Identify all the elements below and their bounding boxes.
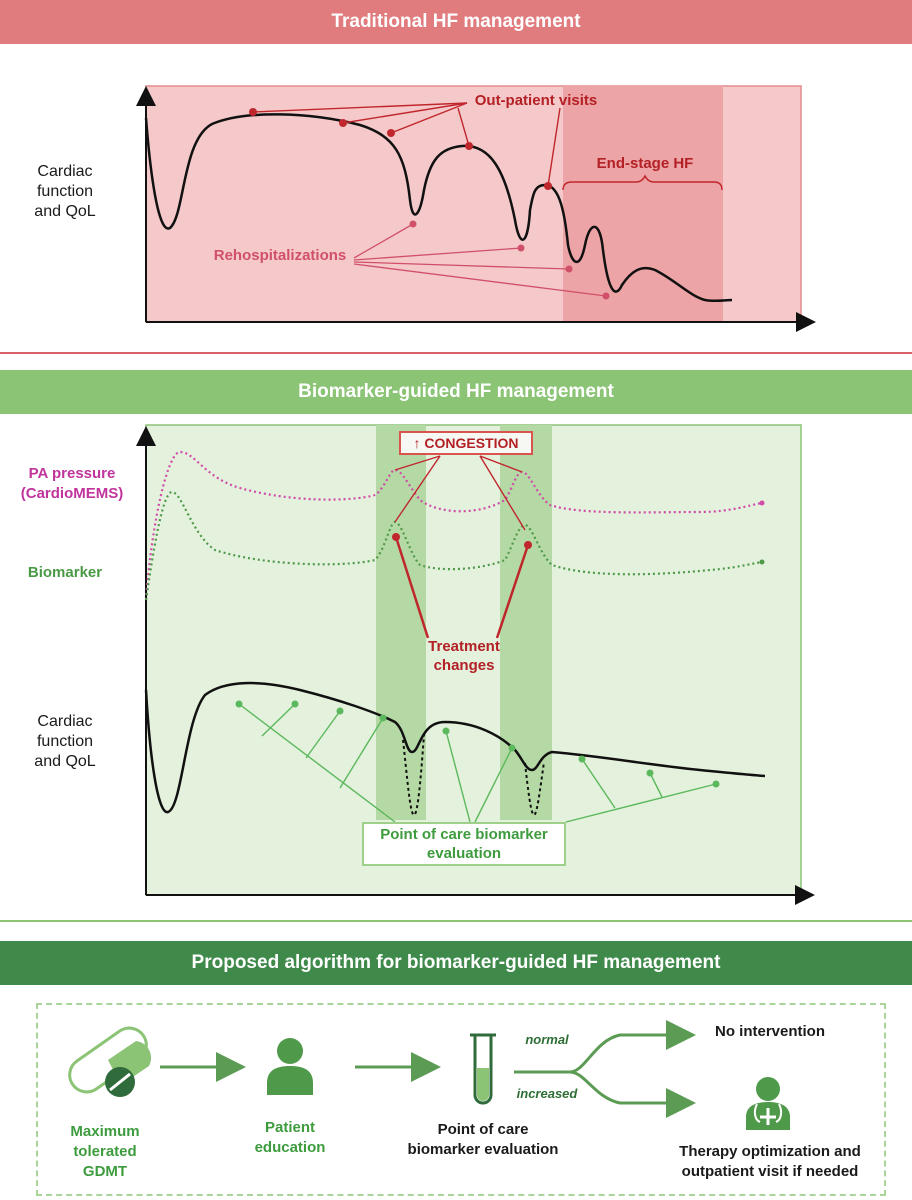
outpatient-pointer-lines: [252, 102, 561, 187]
congestion-shade-2: [500, 425, 552, 820]
step3-line1: Point of care: [437, 1121, 529, 1138]
pa-pressure-label: PA pressure (CardioMEMS): [4, 464, 140, 504]
end-stage-hf-label: End-stage HF: [596, 155, 694, 172]
pa-pressure-label-line1: PA pressure: [28, 465, 116, 482]
rehospitalizations-label: Rehospitalizations: [213, 247, 347, 264]
congestion-label: ↑ CONGESTION: [413, 435, 519, 451]
algorithm-header: Proposed algorithm for biomarker-guided …: [0, 941, 912, 985]
treatment-dots: [392, 533, 532, 549]
guided-cardiac-y-label: Cardiac function and QoL: [20, 712, 110, 772]
treatment-pointer-lines: [394, 536, 530, 639]
doctor-icon: [746, 1077, 790, 1130]
branch-increased-label: increased: [516, 1086, 578, 1101]
biomarker-hf-header: Biomarker-guided HF management: [0, 370, 912, 414]
step2-line1: Patient: [264, 1119, 315, 1136]
branch-normal-label: normal: [525, 1032, 569, 1047]
algorithm-box: [36, 1003, 886, 1196]
no-intervention-label: No intervention: [714, 1023, 825, 1040]
therapy-optimization-label: Therapy optimization and outpatient visi…: [660, 1142, 880, 1182]
step1-line3: GDMT: [82, 1163, 128, 1180]
pa-pressure-curve: [144, 450, 763, 601]
branch-fork-lines: [514, 1020, 696, 1118]
biomarker-plot-area: [145, 424, 802, 896]
pa-pressure-end-dot: [759, 500, 765, 506]
traditional-y-label: Cardiac function and QoL: [20, 162, 110, 222]
pill-capsule-icon: [68, 1026, 152, 1097]
rehosp-pointer-lines: [353, 223, 607, 297]
traditional-hf-header: Traditional HF management: [0, 0, 912, 44]
step3-label: Point of care biomarker evaluation: [393, 1120, 573, 1160]
traditional-hf-title: Traditional HF management: [331, 11, 581, 32]
pa-pressure-label-line2: (CardioMEMS): [20, 485, 124, 502]
guided-cardiac-label-line1: Cardiac: [37, 713, 93, 730]
section-divider-2: [0, 920, 912, 922]
traditional-cardiac-curve: [144, 113, 733, 303]
biomarker-label: Biomarker: [27, 564, 103, 581]
poc-dots: [235, 700, 720, 788]
step1-line1: Maximum: [70, 1123, 140, 1140]
congestion-shade-1: [376, 425, 426, 820]
patient-person-icon: [267, 1038, 313, 1095]
end-stage-brace: [562, 174, 723, 191]
treatment-changes-label: Treatment changes: [404, 637, 524, 675]
end-stage-shade: [563, 86, 723, 322]
section-divider-1: [0, 352, 912, 354]
poc-label-line2: evaluation: [426, 845, 502, 862]
step2-line2: education: [254, 1139, 326, 1156]
therapy-line2: outpatient visit if needed: [681, 1163, 859, 1180]
outpatient-visits-label: Out-patient visits: [474, 92, 598, 109]
poc-pointer-lines: [238, 703, 717, 823]
guided-cardiac-curve: [144, 681, 766, 814]
test-tube-icon: [470, 1033, 496, 1105]
biomarker-curve: [144, 490, 763, 601]
congestion-box: ↑ CONGESTION: [399, 431, 533, 455]
traditional-y-label-line1: Cardiac: [37, 163, 93, 180]
poc-label-line1: Point of care biomarker: [380, 826, 548, 843]
outpatient-dots: [249, 108, 552, 190]
therapy-line1: Therapy optimization and: [679, 1143, 861, 1160]
treatment-changes-line2: changes: [433, 657, 495, 674]
algorithm-title: Proposed algorithm for biomarker-guided …: [191, 952, 721, 973]
treatment-changes-line1: Treatment: [428, 638, 500, 655]
step3-line2: biomarker evaluation: [407, 1141, 559, 1158]
step2-label: Patient education: [230, 1118, 350, 1158]
guided-cardiac-label-line2: function: [36, 733, 94, 750]
untreated-dip-curve-2: [524, 761, 545, 817]
traditional-y-label-line2: function: [36, 183, 94, 200]
biomarker-end-dot: [759, 559, 765, 565]
point-of-care-box: Point of care biomarker evaluation: [362, 822, 566, 866]
biomarker-hf-title: Biomarker-guided HF management: [298, 381, 614, 402]
step1-line2: tolerated: [73, 1143, 137, 1160]
traditional-y-label-line3: and QoL: [34, 203, 96, 220]
step1-label: Maximum tolerated GDMT: [45, 1122, 165, 1182]
rehosp-dots: [409, 220, 610, 300]
guided-cardiac-label-line3: and QoL: [34, 753, 96, 770]
congestion-pointer-lines: [394, 455, 526, 531]
